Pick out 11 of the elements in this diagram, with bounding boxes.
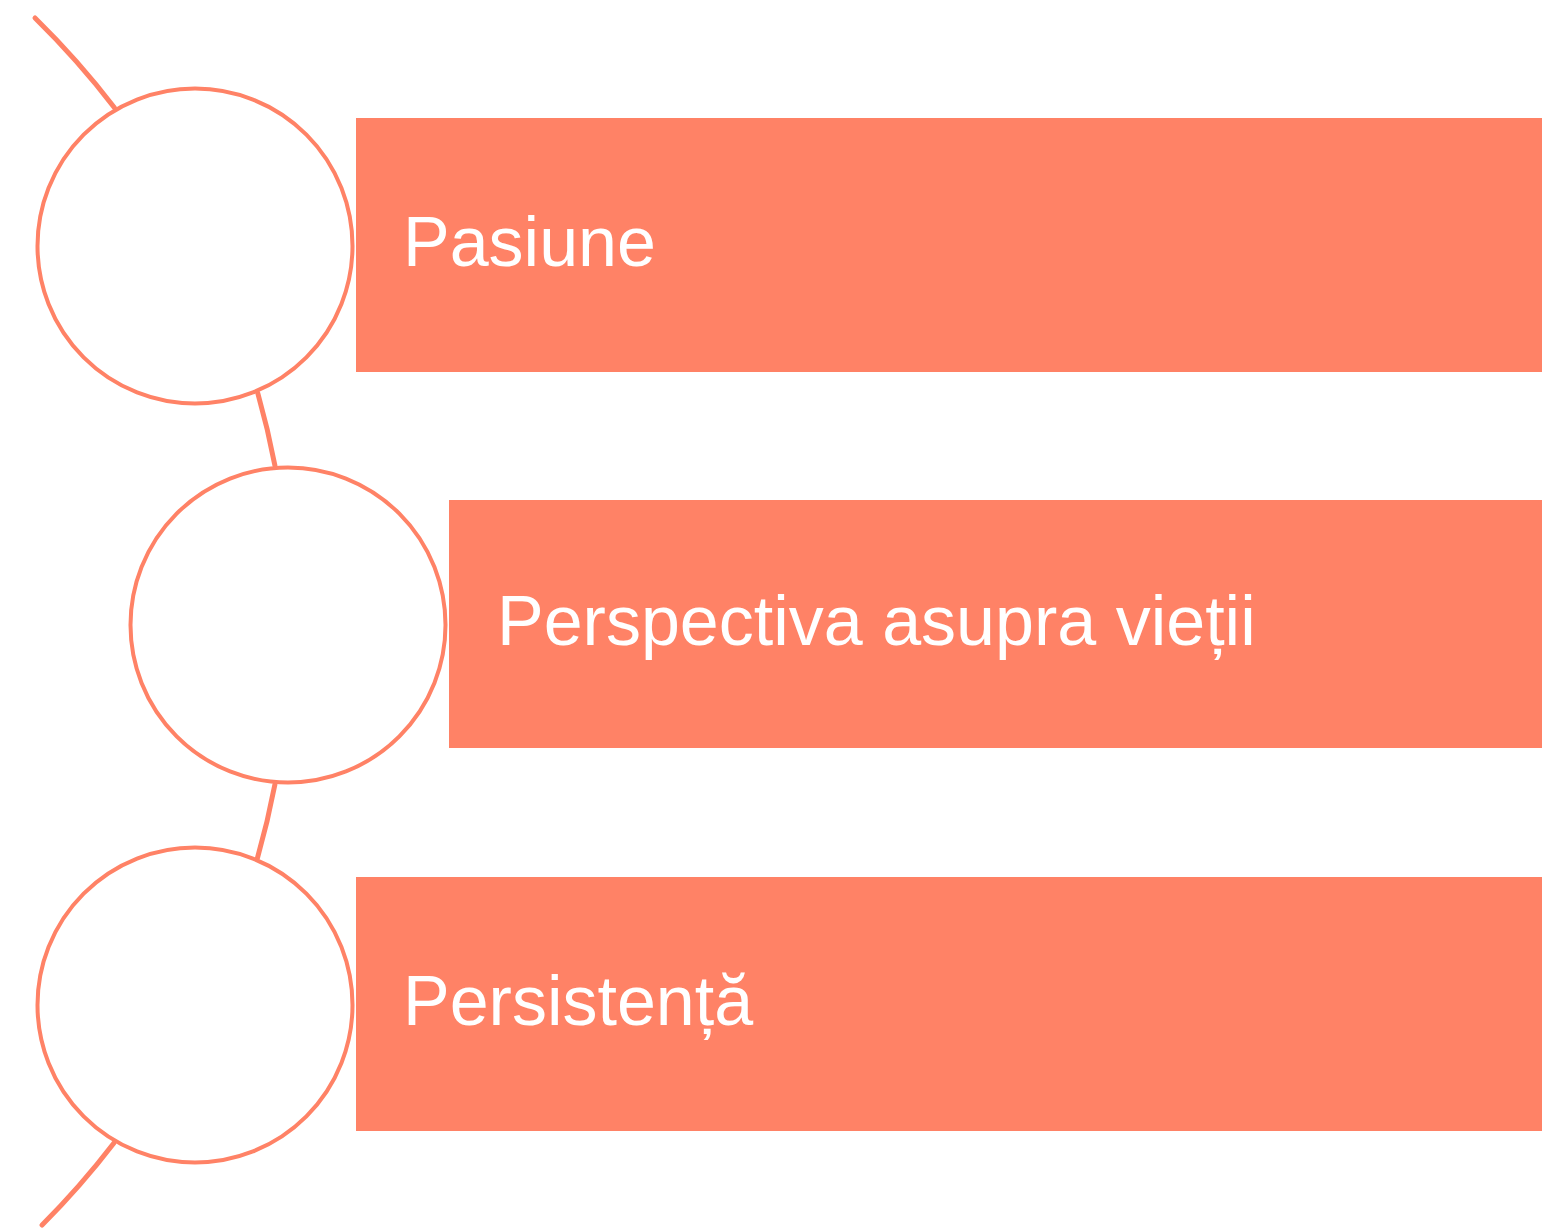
connector-line bbox=[255, 390, 278, 469]
label-band bbox=[356, 877, 1542, 1131]
band-label: Pasiune bbox=[403, 207, 656, 277]
connector-line bbox=[39, 1140, 117, 1228]
connector-line bbox=[255, 781, 278, 861]
circle-marker bbox=[35, 845, 355, 1165]
circle-marker bbox=[35, 86, 355, 406]
label-band bbox=[449, 500, 1542, 748]
circle-marker bbox=[128, 465, 448, 785]
connector-line bbox=[32, 15, 117, 111]
label-band bbox=[356, 118, 1542, 372]
